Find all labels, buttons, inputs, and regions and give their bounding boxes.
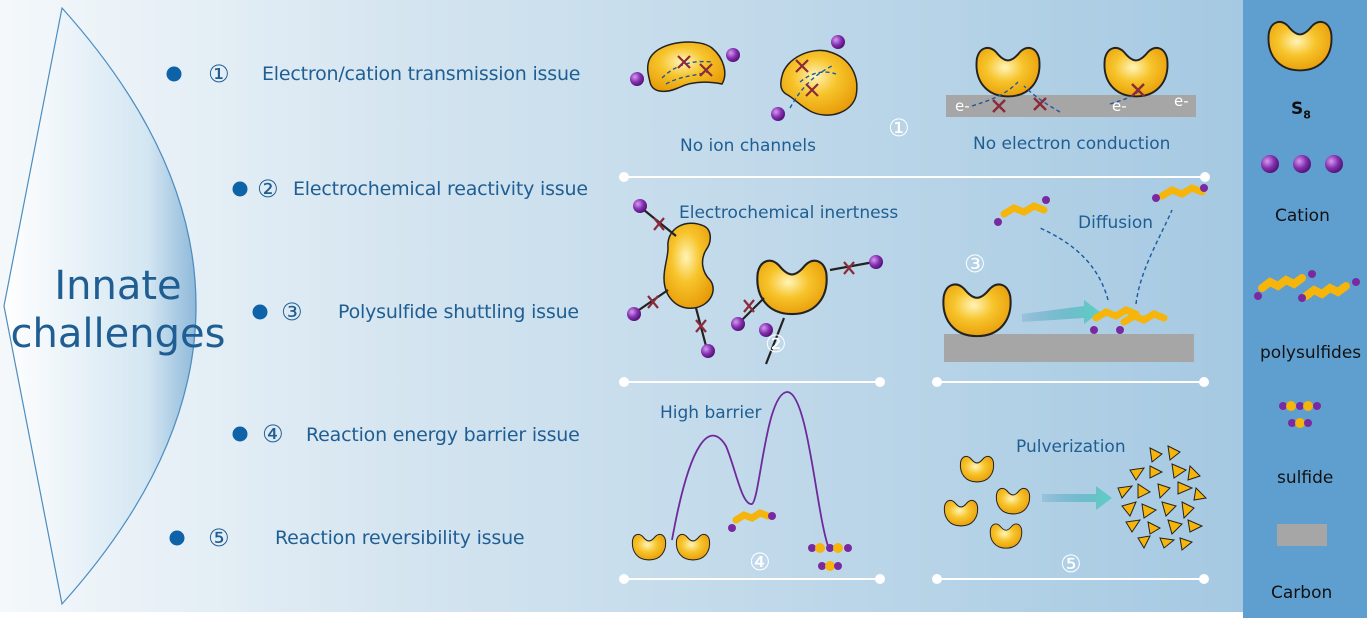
issue-dot-3	[252, 304, 268, 320]
ion-channel-blob-right	[771, 35, 858, 121]
polysulfide-chains-3	[994, 184, 1208, 334]
electron-label-2: e-	[1112, 97, 1127, 115]
title-line-2: challenges	[10, 311, 226, 357]
diffusion-paths	[1039, 209, 1173, 305]
energy-barrier-curve	[671, 391, 829, 547]
electrochemical-inertness-label: Electrochemical inertness	[679, 203, 899, 223]
panel-3-number: ③	[964, 250, 986, 278]
polysulfide-chain-4	[728, 509, 776, 532]
issue-5-label: Reaction reversibility issue	[275, 527, 525, 549]
legend-carbon-label: Carbon	[1271, 583, 1333, 603]
carbon-bar-3	[944, 334, 1194, 362]
legend-polysulfides-icon	[1254, 270, 1360, 302]
issue-3-number: ③	[281, 298, 303, 326]
legend-s8-label: S8	[1291, 99, 1311, 121]
no-ion-channels-label: No ion channels	[680, 136, 816, 156]
legend-s8-subscript: 8	[1303, 108, 1311, 122]
transform-arrow-3	[1022, 300, 1100, 324]
panel-2-number: ②	[765, 330, 787, 358]
issue-4-label: Reaction energy barrier issue	[306, 424, 580, 446]
title-line-1: Innate	[54, 263, 182, 309]
issue-dot-5	[169, 530, 185, 546]
ion-channel-blob-left	[630, 41, 740, 93]
diffusion-label: Diffusion	[1078, 213, 1154, 233]
legend-background	[1243, 0, 1367, 618]
electron-blocks	[992, 83, 1145, 113]
electron-label-1: e-	[955, 97, 970, 115]
issue-1-number: ①	[208, 60, 230, 88]
challenges-arc	[3, 6, 197, 606]
issue-dot-4	[232, 426, 248, 442]
innate-challenges-title: Innate challenges	[8, 262, 228, 358]
inert-particle-1	[627, 199, 715, 358]
pulverized-fragments	[1117, 445, 1208, 551]
issue-2-number: ②	[257, 175, 279, 203]
issue-3-label: Polysulfide shuttling issue	[338, 301, 579, 323]
carbon-bar-1	[946, 95, 1196, 117]
legend-polysulfides-label: polysulfides	[1260, 343, 1362, 363]
legend-sulfide-icon	[1279, 401, 1321, 428]
inert-particle-2	[731, 255, 883, 365]
electron-paths	[971, 81, 1141, 113]
separator-lines	[619, 172, 1210, 584]
legend-carbon-icon	[1277, 524, 1327, 546]
no-electron-conduction-label: No electron conduction	[973, 134, 1171, 154]
issue-4-number: ④	[262, 420, 284, 448]
sulfide-cluster-4	[808, 543, 852, 571]
issue-1-label: Electron/cation transmission issue	[262, 63, 581, 85]
legend-cation-label: Cation	[1275, 206, 1330, 226]
high-barrier-label: High barrier	[660, 403, 762, 423]
legend-s8-main: S	[1291, 99, 1304, 119]
electron-label-3: e-	[1174, 92, 1189, 110]
issue-dot-1	[166, 66, 182, 82]
transform-arrow-5	[1042, 486, 1112, 510]
pulverization-label: Pulverization	[1016, 437, 1126, 457]
issue-dot-2	[232, 181, 248, 197]
panel-1-number: ①	[888, 114, 910, 142]
panel-5-number: ⑤	[1060, 550, 1082, 578]
panel-4-number: ④	[749, 548, 771, 576]
issue-2-label: Electrochemical reactivity issue	[293, 178, 588, 200]
issue-5-number: ⑤	[208, 524, 230, 552]
legend-cation-icons	[1261, 155, 1343, 173]
legend-sulfide-label: sulfide	[1277, 468, 1334, 488]
